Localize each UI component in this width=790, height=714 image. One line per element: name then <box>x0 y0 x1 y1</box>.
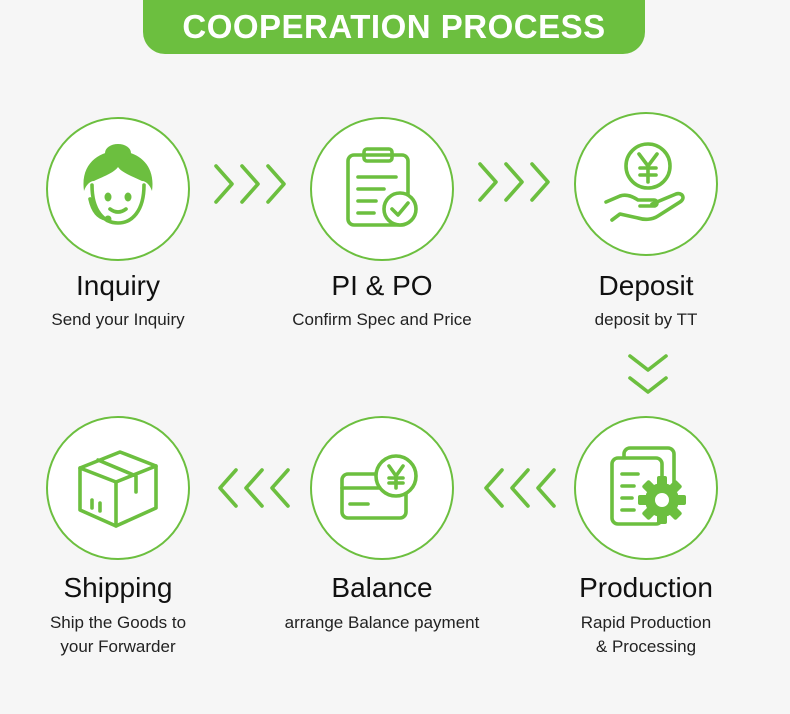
page-title: COOPERATION PROCESS <box>182 8 606 45</box>
shipping-circle <box>46 416 190 560</box>
deposit-desc: deposit by TT <box>594 310 698 329</box>
production-title: Production <box>579 572 713 603</box>
production-desc-line2: & Processing <box>595 637 697 656</box>
pi-po-circle <box>310 117 454 261</box>
card-yen-icon <box>340 454 418 520</box>
inquiry-title: Inquiry <box>75 270 161 301</box>
pi-po-desc: Confirm Spec and Price <box>292 310 472 329</box>
chevron-left-arrows <box>218 468 290 508</box>
chevron-down-arrows <box>628 354 668 394</box>
chevron-right-arrows <box>478 162 550 202</box>
document-gear-icon <box>610 446 686 526</box>
shipping-desc-line1: Ship the Goods to <box>49 613 187 632</box>
balance-circle <box>310 416 454 560</box>
deposit-title: Deposit <box>598 270 694 301</box>
balance-title: Balance <box>331 572 433 603</box>
balance-desc: arrange Balance payment <box>284 613 480 632</box>
inquiry-circle <box>46 117 190 261</box>
chevron-right-arrows <box>214 164 286 204</box>
customer-service-icon <box>83 144 153 225</box>
page-banner: COOPERATION PROCESS <box>143 0 645 54</box>
pi-po-title: PI & PO <box>331 270 433 301</box>
production-circle <box>574 416 718 560</box>
inquiry-desc: Send your Inquiry <box>51 310 185 329</box>
clipboard-check-icon <box>346 147 418 227</box>
deposit-circle <box>574 112 718 256</box>
yen-coin-hand-icon <box>604 142 685 222</box>
production-desc-line1: Rapid Production <box>580 613 712 632</box>
shipping-desc-line2: your Forwarder <box>60 637 176 656</box>
chevron-left-arrows <box>484 468 556 508</box>
shipping-title: Shipping <box>63 572 173 603</box>
package-box-icon <box>78 450 158 528</box>
